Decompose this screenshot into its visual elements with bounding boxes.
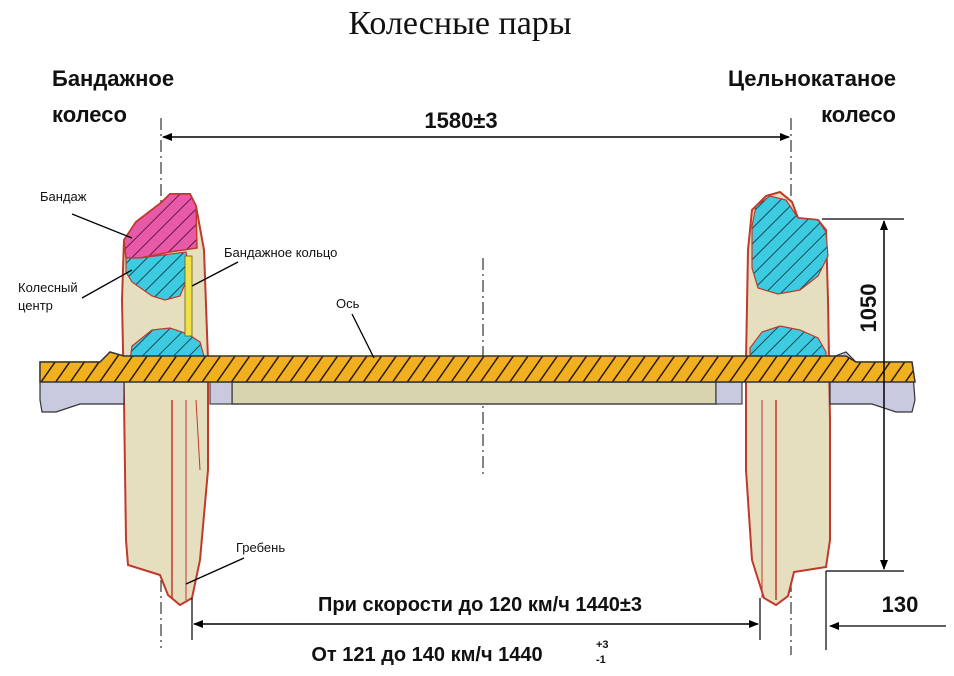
speed-140-tol-lower: -1 bbox=[596, 654, 606, 666]
flange-dimension-label: 130 bbox=[882, 592, 919, 617]
diameter-dimension: 1050 bbox=[822, 218, 904, 572]
speed-140-label: От 121 до 140 км/ч 1440 bbox=[311, 644, 542, 666]
left-wheel-title-line2: колесо bbox=[52, 102, 127, 127]
tire-section bbox=[123, 193, 198, 259]
speed-140-tol-upper: +3 bbox=[596, 639, 609, 651]
right-wheel-title-line2: колесо bbox=[821, 102, 896, 127]
gauge-dimension-label: 1580±3 bbox=[424, 108, 497, 133]
wheel-center-upper bbox=[125, 251, 191, 301]
speed-120-label: При скорости до 120 км/ч 1440±3 bbox=[318, 594, 642, 616]
flange-label: Гребень bbox=[236, 540, 285, 555]
axle-label: Ось bbox=[336, 296, 360, 311]
left-wheel-title-line1: Бандажное bbox=[52, 66, 174, 91]
right-wheel bbox=[745, 190, 831, 607]
wheel-center-label-line1: Колесный bbox=[18, 280, 78, 295]
callouts: Бандаж Колесный центр Бандажное кольцо О… bbox=[18, 189, 375, 585]
wheel-center-label-line2: центр bbox=[18, 298, 53, 313]
flange-dimension: 130 bbox=[825, 571, 946, 650]
right-wheel-title-line1: Цельнокатаное bbox=[728, 66, 896, 91]
ring-label: Бандажное кольцо bbox=[224, 245, 337, 260]
tire-label: Бандаж bbox=[40, 189, 87, 204]
axle bbox=[39, 351, 916, 413]
inner-distance-dimensions: При скорости до 120 км/ч 1440±3 От 121 д… bbox=[191, 594, 761, 666]
diameter-label: 1050 bbox=[856, 284, 881, 333]
diagram-title: Колесные пары bbox=[348, 5, 571, 42]
right-wheel-upper-section bbox=[751, 195, 829, 295]
retaining-ring bbox=[184, 255, 193, 337]
left-wheel bbox=[120, 193, 209, 607]
